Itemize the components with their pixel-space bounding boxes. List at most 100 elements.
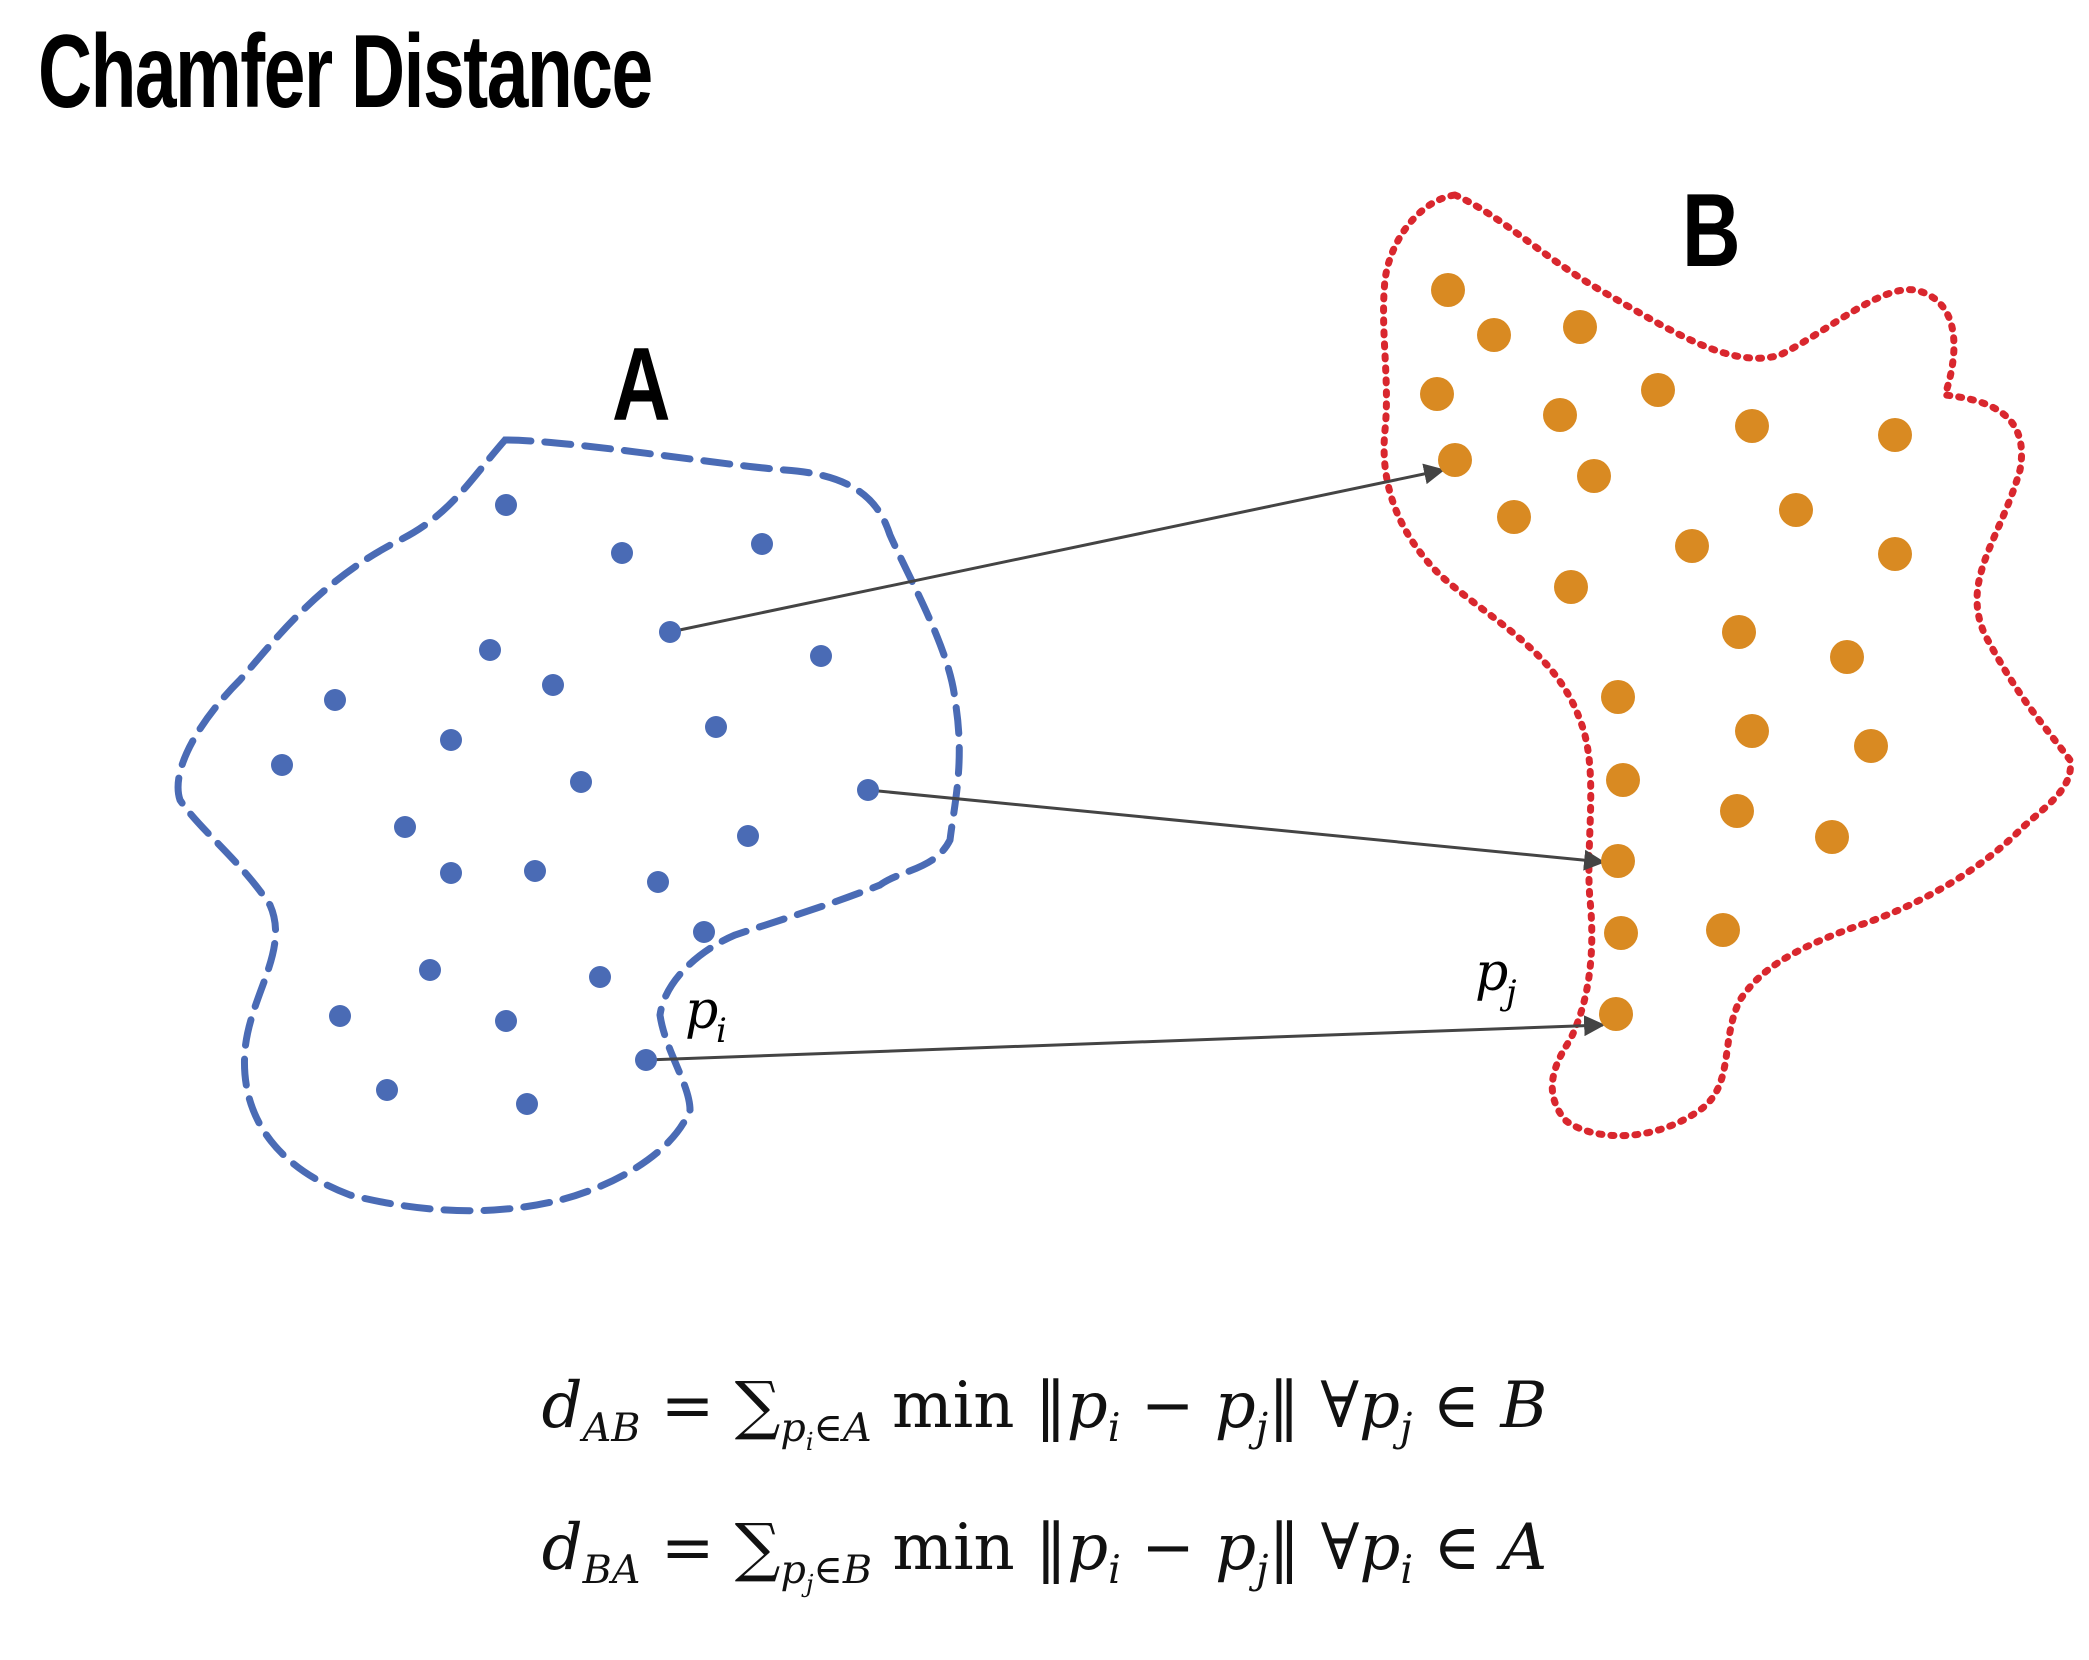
formula-ba-forall: ∀p [1320,1511,1401,1585]
set-a-point [857,779,879,801]
formula-ab-norm: ‖p [1034,1369,1108,1443]
set-a-point [440,729,462,751]
set-a-point [495,1010,517,1032]
set-a-point [570,771,592,793]
set-a-point [329,1005,351,1027]
formula-d-ba: dBA = ∑pj∈B min ‖pi − pj‖ ∀pi ∈ A [0,1510,2089,1598]
set-b-outline [1380,191,2074,1140]
set-a-outline [174,436,963,1215]
set-b-points [1420,273,1912,1031]
set-b-point [1577,459,1611,493]
formula-ab-in-set: ∈ B [1412,1369,1548,1443]
set-b-point [1477,318,1511,352]
pj-base: p [1475,943,1508,1003]
set-b-point [1720,794,1754,828]
formula-ba-norm: ‖p [1035,1511,1109,1585]
set-a-point [394,816,416,838]
formula-ba-forall-sub: i [1400,1546,1414,1593]
set-a-point [705,716,727,738]
formula-ba-lhs: d [541,1511,583,1585]
formula-ba-a-i: i [1108,1546,1121,1593]
formula-ba-in-set: ∈ A [1413,1511,1548,1585]
set-a-point [589,966,611,988]
formula-ab-forall: ∀p [1320,1369,1400,1443]
set-b-point [1497,500,1531,534]
formula-ba-sum: ∑ [734,1511,781,1585]
set-b-point [1779,493,1813,527]
set-a-point [440,862,462,884]
set-a-point [419,959,441,981]
set-a-points [271,494,879,1115]
set-a-point [542,674,564,696]
set-b-point [1854,729,1888,763]
set-b-point [1641,373,1675,407]
set-a-point [647,871,669,893]
set-a-point-pi [635,1049,657,1071]
pi-base: p [685,981,718,1041]
formula-ba-b-j: j [1256,1546,1269,1593]
set-a-point [524,860,546,882]
formula-ba-sum-sub-j: j [805,1568,814,1598]
set-b-point [1554,570,1588,604]
formula-ba-min: min [892,1511,1015,1585]
set-a-point [516,1093,538,1115]
set-b-point-pj [1599,997,1633,1031]
set-a-label: A [612,326,671,442]
arrows-group [645,463,1606,1062]
set-b-point [1601,680,1635,714]
formula-ab-lhs-sub: AB [582,1404,641,1451]
formula-ab-sum-in: ∈A [813,1404,872,1451]
formula-ba-close: ‖ [1268,1511,1301,1585]
formula-ab-close: ‖ [1268,1369,1301,1443]
set-b-point [1706,913,1740,947]
set-a-point [495,494,517,516]
point-label-pi: p i [685,981,727,1051]
formula-ab-a-i: i [1107,1404,1121,1451]
set-a-point [271,754,293,776]
pi-subscript: i [716,1011,727,1051]
arrow-3-pi-to-pj [645,1015,1606,1062]
formula-ab-minus: − p [1120,1369,1256,1443]
set-b-point [1675,529,1709,563]
set-a-point [376,1079,398,1101]
formula-ba-eq: = [660,1511,715,1585]
formula-ab-min: min [892,1369,1015,1443]
page-title: Chamfer Distance [38,14,653,130]
formula-ab-sum-sub-i: i [805,1426,814,1456]
set-b-point [1604,916,1638,950]
set-b-point [1563,310,1597,344]
formula-ab-lhs: d [541,1369,583,1443]
set-b-point [1878,537,1912,571]
set-b-point [1735,409,1769,443]
formula-ab-eq: = [660,1369,715,1443]
set-a-point [751,533,773,555]
point-label-pj: p j [1475,943,1517,1013]
formula-ab-b-j: j [1255,1404,1269,1451]
set-a-point [810,645,832,667]
formula-ba-lhs-sub: BA [582,1546,641,1593]
set-b-point [1543,398,1577,432]
set-b-point [1815,820,1849,854]
set-b-point [1606,763,1640,797]
set-b-point [1431,273,1465,307]
arrow-1 [669,463,1446,634]
set-b-point [1735,714,1769,748]
set-a-point [479,639,501,661]
set-a-point [693,921,715,943]
set-a-point [324,689,346,711]
formula-ab-sum: ∑ [734,1369,781,1443]
set-b-point [1601,844,1635,878]
set-b-point [1830,640,1864,674]
set-b-label: B [1682,172,1741,288]
formula-d-ab: dAB = ∑pi∈A min ‖pi − pj‖ ∀pj ∈ B [0,1368,2089,1456]
formula-ab-sum-sub: p [780,1404,806,1451]
set-a-point [737,825,759,847]
arrow-2 [867,788,1606,871]
formula-ba-minus: − p [1120,1511,1257,1585]
formula-ba-sum-in: ∈B [813,1546,873,1593]
set-b-point [1420,377,1454,411]
set-b-point [1722,615,1756,649]
set-b-point [1438,443,1472,477]
